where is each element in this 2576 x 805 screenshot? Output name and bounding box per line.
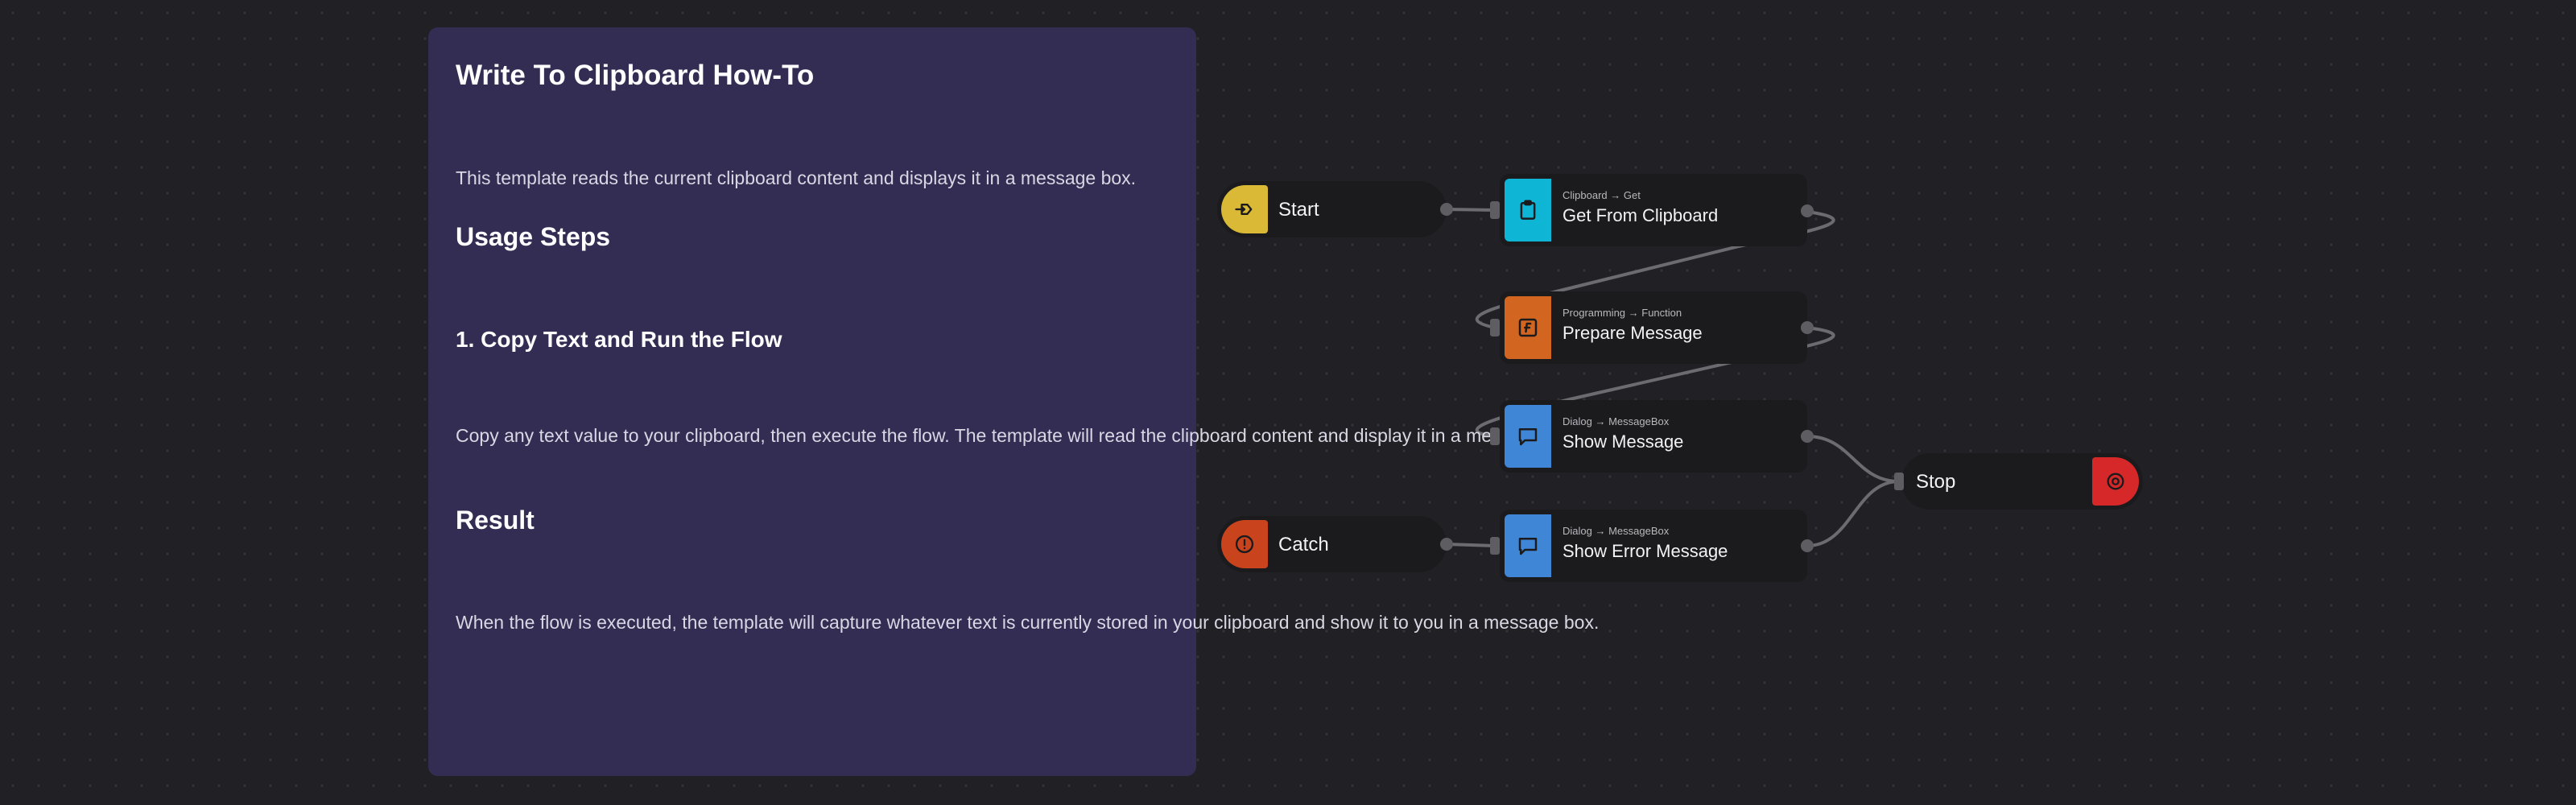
catch-node[interactable]: Catch	[1217, 516, 1447, 572]
node-category: Dialog → MessageBox	[1563, 525, 1670, 537]
node-title: Get From Clipboard	[1563, 205, 1719, 225]
note-usage-heading: Usage Steps	[456, 222, 611, 251]
how-to-note[interactable]: Write To Clipboard How-To This template …	[428, 27, 1600, 776]
node-category: Clipboard → Get	[1563, 189, 1641, 201]
node-category: Programming → Function	[1563, 307, 1682, 319]
alert-circle-icon	[1221, 520, 1268, 568]
message-icon	[1505, 514, 1551, 577]
node-title: Prepare Message	[1563, 323, 1703, 343]
get-clipboard-output-port[interactable]	[1801, 204, 1814, 217]
show-message-node[interactable]: Dialog → MessageBox Show Message	[1500, 400, 1807, 473]
node-title: Show Error Message	[1563, 541, 1728, 561]
show-error-input-port[interactable]	[1490, 537, 1500, 555]
wire-catch-to-show-error	[1445, 543, 1496, 547]
catch-output-port[interactable]	[1440, 538, 1453, 551]
stop-label: Stop	[1916, 471, 1956, 493]
prepare-message-node[interactable]: Programming → Function Prepare Message	[1500, 291, 1807, 364]
note-result-text: When the flow is executed, the template …	[456, 612, 1600, 633]
prepare-message-output-port[interactable]	[1801, 321, 1814, 334]
note-title: Write To Clipboard How-To	[456, 60, 815, 91]
message-icon	[1505, 405, 1551, 468]
wire-start-to-get-clipboard	[1445, 208, 1496, 212]
stop-circle-icon	[2092, 457, 2139, 506]
catch-label: Catch	[1278, 534, 1329, 555]
stop-input-port[interactable]	[1894, 473, 1904, 490]
entry-arrow-icon	[1221, 185, 1268, 233]
show-error-output-port[interactable]	[1801, 539, 1814, 552]
show-error-message-node[interactable]: Dialog → MessageBox Show Error Message	[1500, 510, 1807, 582]
wire-show-error-to-stop	[1806, 480, 1901, 547]
wire-show-message-to-stop	[1806, 435, 1901, 483]
stop-node[interactable]: Stop	[1901, 453, 2143, 510]
get-clipboard-input-port[interactable]	[1490, 201, 1500, 219]
show-message-output-port[interactable]	[1801, 430, 1814, 443]
function-icon	[1505, 296, 1551, 359]
start-label: Start	[1278, 199, 1319, 221]
start-output-port[interactable]	[1440, 203, 1453, 216]
prepare-message-input-port[interactable]	[1490, 319, 1500, 336]
node-category: Dialog → MessageBox	[1563, 415, 1670, 427]
start-node[interactable]: Start	[1217, 181, 1447, 237]
show-message-input-port[interactable]	[1490, 427, 1500, 445]
note-intro: This template reads the current clipboar…	[456, 167, 1137, 188]
note-result-heading: Result	[456, 506, 535, 535]
note-step1-heading: 1. Copy Text and Run the Flow	[456, 327, 782, 352]
get-from-clipboard-node[interactable]: Clipboard → Get Get From Clipboard	[1500, 174, 1807, 246]
node-title: Show Message	[1563, 431, 1684, 452]
note-step1-text: Copy any text value to your clipboard, t…	[456, 425, 1582, 446]
clipboard-icon	[1505, 179, 1551, 242]
